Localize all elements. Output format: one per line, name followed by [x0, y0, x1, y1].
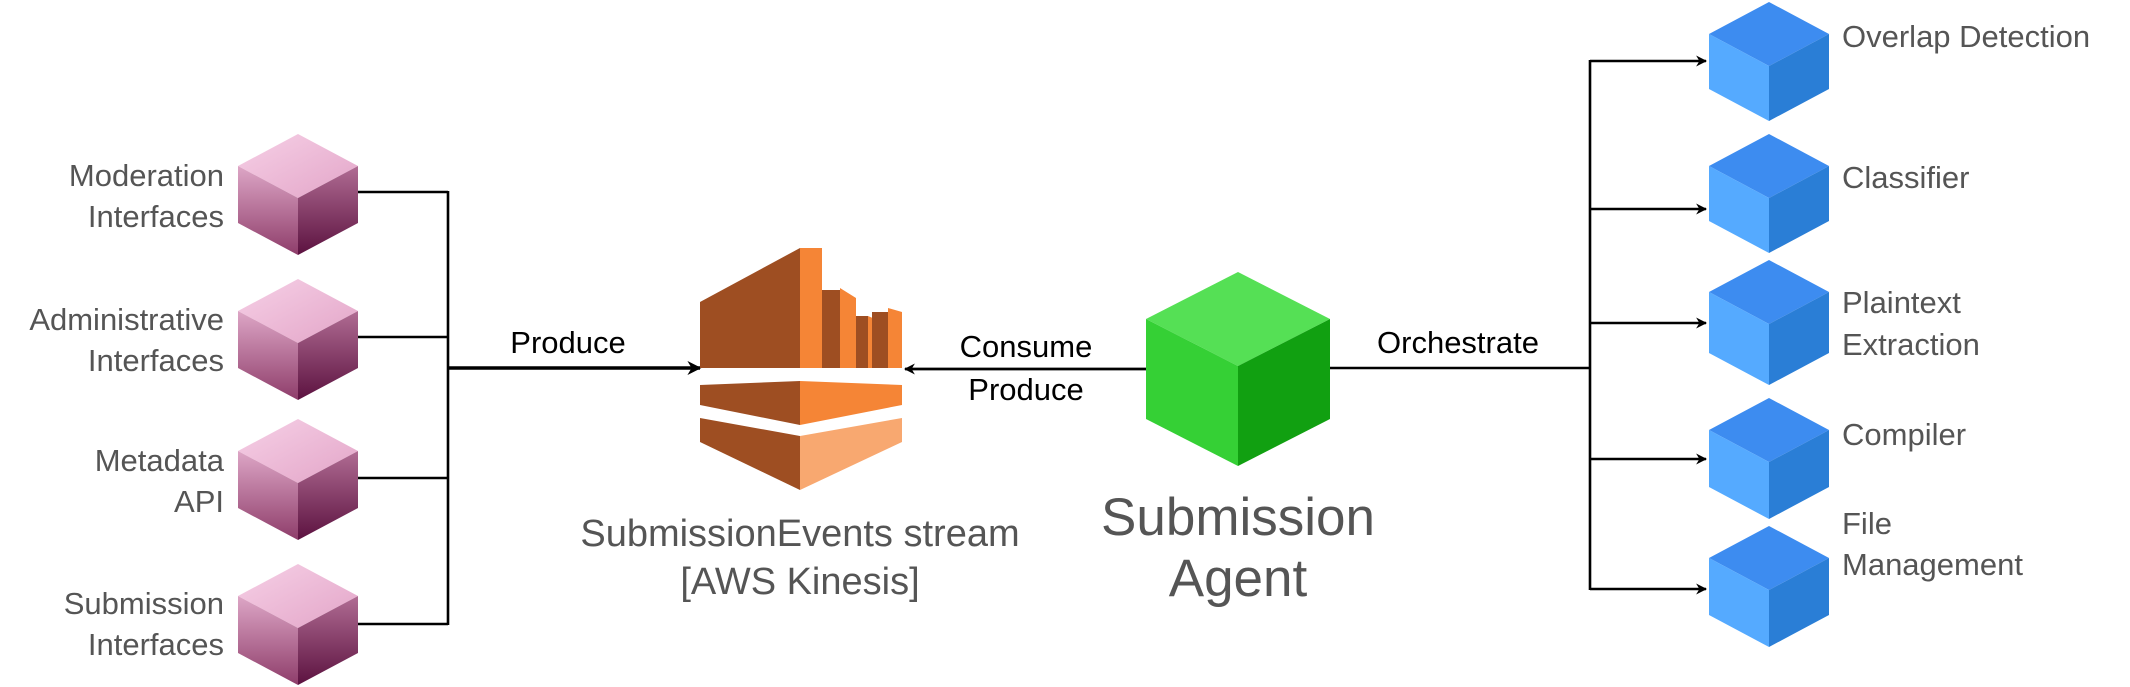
producer-submission-interfaces[interactable]: Submission Interfaces — [64, 564, 358, 685]
producer-metadata-api[interactable]: Metadata API — [95, 419, 358, 540]
services-group: Overlap Detection Classifier Plaintext E… — [1709, 2, 2090, 647]
service-classifier[interactable]: Classifier — [1709, 134, 1969, 253]
cube-icon — [1709, 2, 1829, 121]
service-label-line1: File — [1842, 506, 1892, 541]
produce-edge-label: Produce — [510, 325, 625, 360]
stream-label-line2: [AWS Kinesis] — [680, 561, 919, 603]
producer-label-line2: API — [174, 484, 224, 519]
producers-group: Moderation Interfaces Administrative Int… — [29, 134, 358, 685]
producer-label-line2: Interfaces — [88, 199, 224, 234]
producer-label-line1: Administrative — [29, 302, 224, 337]
cube-icon — [238, 564, 358, 685]
cube-icon — [1709, 526, 1829, 647]
produce-back-edge-label: Produce — [968, 372, 1083, 407]
producer-label-line2: Interfaces — [88, 343, 224, 378]
agent-label-line2: Agent — [1169, 549, 1308, 608]
service-file-management[interactable]: File Management — [1709, 506, 2023, 647]
submission-agent[interactable]: Submission Agent — [1101, 272, 1375, 608]
stream-label-line1: SubmissionEvents stream — [580, 513, 1019, 555]
service-label-line2: Management — [1842, 547, 2023, 582]
service-label-line2: Extraction — [1842, 327, 1980, 362]
agent-label-line1: Submission — [1101, 488, 1375, 547]
service-label-line1: Classifier — [1842, 160, 1969, 195]
service-plaintext-extraction[interactable]: Plaintext Extraction — [1709, 260, 1980, 385]
service-compiler[interactable]: Compiler — [1709, 398, 1966, 519]
cube-icon — [1709, 398, 1829, 519]
producer-administrative-interfaces[interactable]: Administrative Interfaces — [29, 279, 358, 400]
producer-label-line1: Metadata — [95, 443, 225, 478]
producer-label-line1: Submission — [64, 586, 224, 621]
consume-edge-label: Consume — [960, 329, 1093, 364]
aws-kinesis-icon — [700, 248, 902, 490]
cube-icon — [238, 279, 358, 400]
cube-icon — [1146, 272, 1330, 466]
producer-label-line1: Moderation — [69, 158, 224, 193]
orchestrate-connectors — [1330, 55, 1708, 595]
service-label-line1: Overlap Detection — [1842, 19, 2090, 54]
service-label-line1: Compiler — [1842, 417, 1966, 452]
service-label-line1: Plaintext — [1842, 285, 1961, 320]
cube-icon — [238, 419, 358, 540]
cube-icon — [238, 134, 358, 255]
cube-icon — [1709, 134, 1829, 253]
producer-label-line2: Interfaces — [88, 627, 224, 662]
service-overlap-detection[interactable]: Overlap Detection — [1709, 2, 2090, 121]
orchestrate-edge-label: Orchestrate — [1377, 325, 1539, 360]
producer-connectors — [358, 190, 702, 626]
producer-moderation-interfaces[interactable]: Moderation Interfaces — [69, 134, 358, 255]
cube-icon — [1709, 260, 1829, 385]
